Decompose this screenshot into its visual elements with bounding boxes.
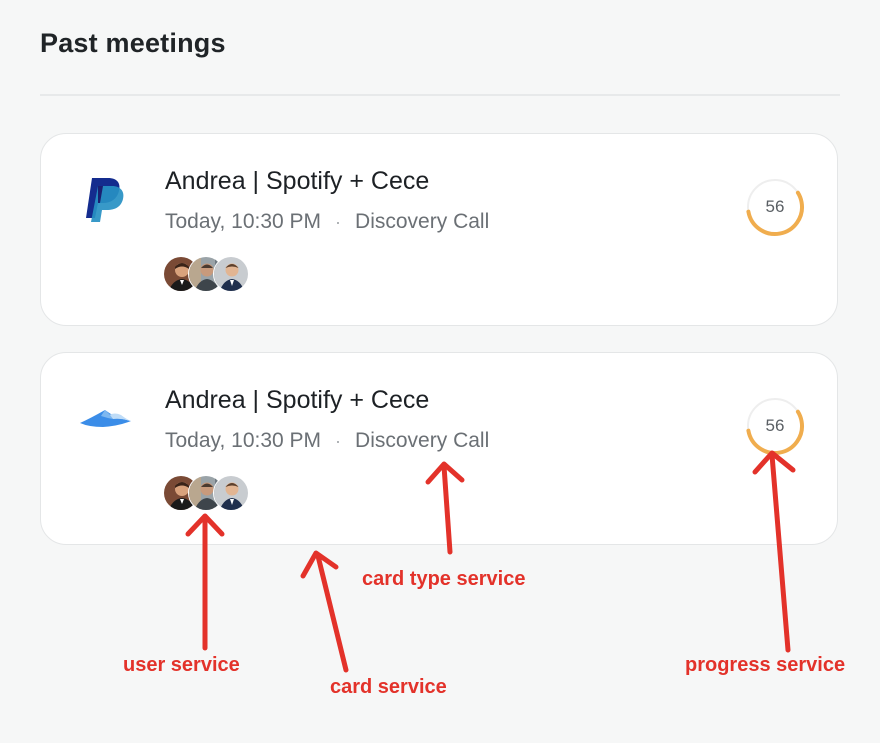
paypal-logo-icon bbox=[79, 172, 135, 228]
card-service-arrow bbox=[315, 553, 349, 673]
meeting-type: Discovery Call bbox=[355, 429, 490, 452]
meeting-card[interactable]: Andrea | Spotify + Cece Today, 10:30 PM … bbox=[40, 352, 838, 545]
avatar[interactable] bbox=[213, 256, 249, 292]
page-title: Past meetings bbox=[40, 28, 226, 58]
card-type-service-arrow bbox=[441, 463, 453, 555]
attendee-avatars bbox=[163, 256, 249, 294]
progress-score: 56 bbox=[765, 197, 785, 216]
progress-ring: 56 bbox=[744, 176, 806, 238]
divider bbox=[40, 94, 840, 96]
progress-score: 56 bbox=[765, 416, 785, 435]
annotation-card-service: card service bbox=[330, 676, 447, 698]
avatar[interactable] bbox=[213, 475, 249, 511]
meeting-type: Discovery Call bbox=[355, 210, 490, 233]
meta-separator: · bbox=[335, 430, 342, 451]
meeting-title: Andrea | Spotify + Cece bbox=[165, 167, 430, 195]
meeting-title: Andrea | Spotify + Cece bbox=[165, 386, 430, 414]
cloud-logo-icon bbox=[79, 391, 135, 447]
meeting-meta: Today, 10:30 PM · Discovery Call bbox=[165, 210, 489, 234]
meeting-time: Today, 10:30 PM bbox=[165, 429, 322, 452]
meeting-meta: Today, 10:30 PM · Discovery Call bbox=[165, 429, 489, 453]
attendee-avatars bbox=[163, 475, 249, 513]
meta-separator: · bbox=[335, 211, 342, 232]
meeting-card[interactable]: Andrea | Spotify + Cece Today, 10:30 PM … bbox=[40, 133, 838, 326]
meeting-time: Today, 10:30 PM bbox=[165, 210, 322, 233]
annotation-user-service: user service bbox=[123, 654, 240, 676]
annotation-progress-service: progress service bbox=[685, 654, 846, 676]
annotation-card-type-service: card type service bbox=[362, 568, 526, 590]
progress-service-arrow bbox=[769, 452, 791, 653]
